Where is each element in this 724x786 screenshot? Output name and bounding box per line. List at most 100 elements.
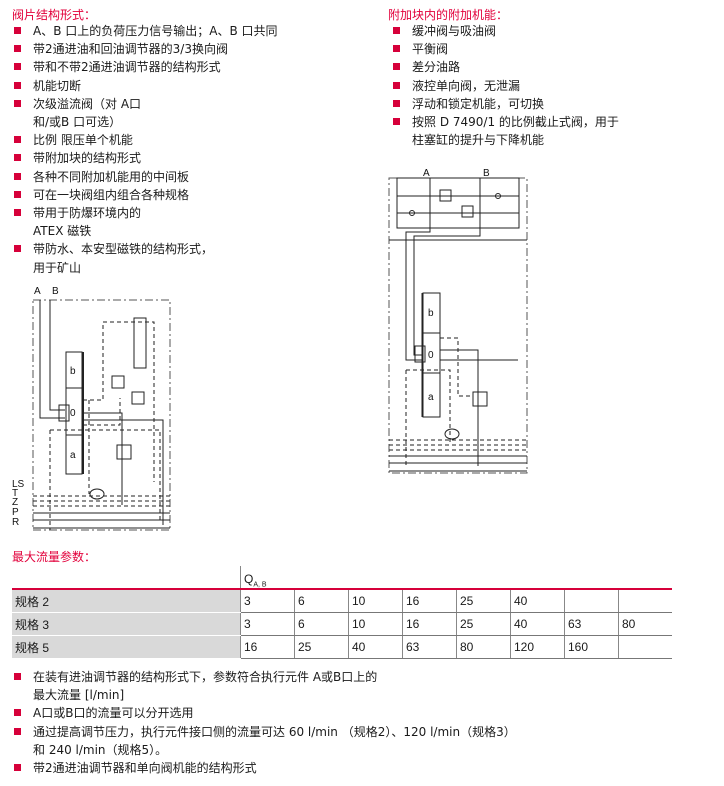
list-item-text: 浮动和锁定机能，可切换 xyxy=(412,96,545,111)
flow-cell: 10 xyxy=(348,612,403,636)
bullet-icon xyxy=(14,99,21,107)
list-item-text: 带附加块的结构形式 xyxy=(33,151,142,166)
flow-cell: 40 xyxy=(510,612,565,636)
flow-cell: 10 xyxy=(348,589,403,613)
bullet-icon xyxy=(14,136,21,144)
valve-section-features: A、B 口上的负荷压力信号输出；A、B 口共同带2通进油和回油调节器的3/3换向… xyxy=(14,22,278,277)
list-item-text: A、B 口上的负荷压力信号输出；A、B 口共同 xyxy=(33,24,278,38)
bus-lines xyxy=(33,495,170,529)
bullet-icon xyxy=(14,45,21,53)
bullet-icon xyxy=(393,81,400,89)
port-a-label: A xyxy=(423,168,430,179)
flow-cell xyxy=(618,589,672,613)
list-item-text: 带用于防爆环境内的 xyxy=(33,206,142,221)
spool-0-label: 0 xyxy=(70,408,76,419)
list-item: 比例 限压单个机能 xyxy=(14,131,278,149)
list-item: 平衡阀 xyxy=(393,40,619,58)
bullet-icon xyxy=(393,118,400,126)
flow-cell xyxy=(618,635,672,659)
flow-cell: 6 xyxy=(294,612,349,636)
list-item-text: 和 240 l/min（规格5）。 xyxy=(33,742,168,757)
list-item-text: 差分油路 xyxy=(412,60,461,75)
bullet-icon xyxy=(14,727,21,735)
list-item-text: 缓冲阀与吸油阀 xyxy=(412,24,497,38)
list-item-text: 液控单向阀，无泄漏 xyxy=(412,78,521,93)
list-item: 带用于防爆环境内的 ATEX 磁铁 xyxy=(14,204,278,240)
list-item-text: 柱塞缸的提升与下降机能 xyxy=(412,133,545,148)
list-item: 浮动和锁定机能，可切换 xyxy=(393,95,619,113)
bullet-icon xyxy=(14,764,21,772)
bullet-icon xyxy=(14,245,21,253)
list-item: 在装有进油调节器的结构形式下，参数符合执行元件 A或B口上的最大流量 [l/mi… xyxy=(14,668,516,704)
list-item-text: 和/或B 口可选） xyxy=(33,115,122,130)
list-item-text: 可在一块阀组内组合各种规格 xyxy=(33,187,190,202)
list-item-text: 带和不带2通进油调节器的结构形式 xyxy=(33,60,221,75)
row-label: 规格 5 xyxy=(12,635,241,659)
list-item-text: ATEX 磁铁 xyxy=(33,224,92,239)
valve-section-heading: 阀片结构形式： xyxy=(12,8,97,22)
bullet-icon xyxy=(14,209,21,217)
spool-0-label: 0 xyxy=(428,350,434,361)
bullet-icon xyxy=(393,27,400,34)
list-item: 带和不带2通进油调节器的结构形式 xyxy=(14,58,278,76)
list-item-text: 带防水、本安型磁铁的结构形式， xyxy=(33,242,214,257)
bullet-icon xyxy=(393,63,400,71)
flow-cell: 63 xyxy=(402,635,457,659)
list-item: 带2通进油调节器和单向阀机能的结构形式 xyxy=(14,759,516,777)
list-item: 带防水、本安型磁铁的结构形式， 用于矿山 xyxy=(14,240,278,276)
flow-cell: 80 xyxy=(456,635,511,659)
flow-cell: 16 xyxy=(402,589,457,613)
list-item-text: 平衡阀 xyxy=(412,42,449,57)
list-item-text: 各种不同附加机能用的中间板 xyxy=(33,169,190,184)
line-p-label: P xyxy=(12,507,19,518)
flow-cell: 63 xyxy=(564,612,619,636)
list-item-text: 机能切断 xyxy=(33,78,82,93)
list-item-text: A口或B口的流量可以分开选用 xyxy=(33,706,194,721)
flow-cell: 80 xyxy=(618,612,672,636)
list-item-text: 用于矿山 xyxy=(33,260,82,275)
bullet-icon xyxy=(393,45,400,53)
list-item-text: 按照 D 7490/1 的比例截止式阀，用于 xyxy=(412,115,619,130)
port-a-label: A xyxy=(34,286,41,297)
flow-cell: 25 xyxy=(294,635,349,659)
row-label: 规格 2 xyxy=(12,589,241,613)
flow-cell: 40 xyxy=(348,635,403,659)
flow-notes: 在装有进油调节器的结构形式下，参数符合执行元件 A或B口上的最大流量 [l/mi… xyxy=(14,668,516,777)
spool-a-label: a xyxy=(70,450,76,461)
row-label: 规格 3 xyxy=(12,612,241,636)
hydraulic-diagram-right: A B b 0 a xyxy=(388,168,528,474)
line-r-label: R xyxy=(12,517,19,528)
flow-heading: 最大流量参数： xyxy=(12,550,97,564)
addon-block-features: 缓冲阀与吸油阀平衡阀差分油路液控单向阀，无泄漏浮动和锁定机能，可切换按照 D 7… xyxy=(393,22,619,149)
list-item: 次级溢流阀（对 A口和/或B 口可选） xyxy=(14,95,278,131)
q-header: QA, B xyxy=(240,566,295,590)
list-item: A口或B口的流量可以分开选用 xyxy=(14,704,516,722)
addon-block-heading: 附加块内的附加机能： xyxy=(388,8,509,22)
bullet-icon xyxy=(14,190,21,198)
list-item-text: 在装有进油调节器的结构形式下，参数符合执行元件 A或B口上的 xyxy=(33,670,378,684)
spool-a-label: a xyxy=(428,392,434,403)
flow-cell xyxy=(564,589,619,613)
list-item: 按照 D 7490/1 的比例截止式阀，用于柱塞缸的提升与下降机能 xyxy=(393,113,619,149)
bullet-icon xyxy=(14,81,21,89)
flow-cell: 16 xyxy=(402,612,457,636)
list-item: 液控单向阀，无泄漏 xyxy=(393,77,619,95)
bullet-icon xyxy=(14,709,21,717)
line-z-label: Z xyxy=(12,497,18,508)
flow-cell: 3 xyxy=(240,612,295,636)
line-t-label: T xyxy=(12,488,18,499)
list-item-text: 比例 限压单个机能 xyxy=(33,133,133,148)
bullet-icon xyxy=(14,154,21,162)
list-item-text: 最大流量 [l/min] xyxy=(33,688,125,703)
list-item: 各种不同附加机能用的中间板 xyxy=(14,168,278,186)
bullet-icon xyxy=(14,27,21,34)
list-item-text: 通过提高调节压力，执行元件接口侧的流量可达 60 l/min （规格2）、120… xyxy=(33,724,516,739)
bullet-icon xyxy=(393,99,400,107)
flow-cell: 16 xyxy=(240,635,295,659)
list-item: 可在一块阀组内组合各种规格 xyxy=(14,186,278,204)
flow-cell: 160 xyxy=(564,635,619,659)
list-item: 机能切断 xyxy=(14,77,278,95)
